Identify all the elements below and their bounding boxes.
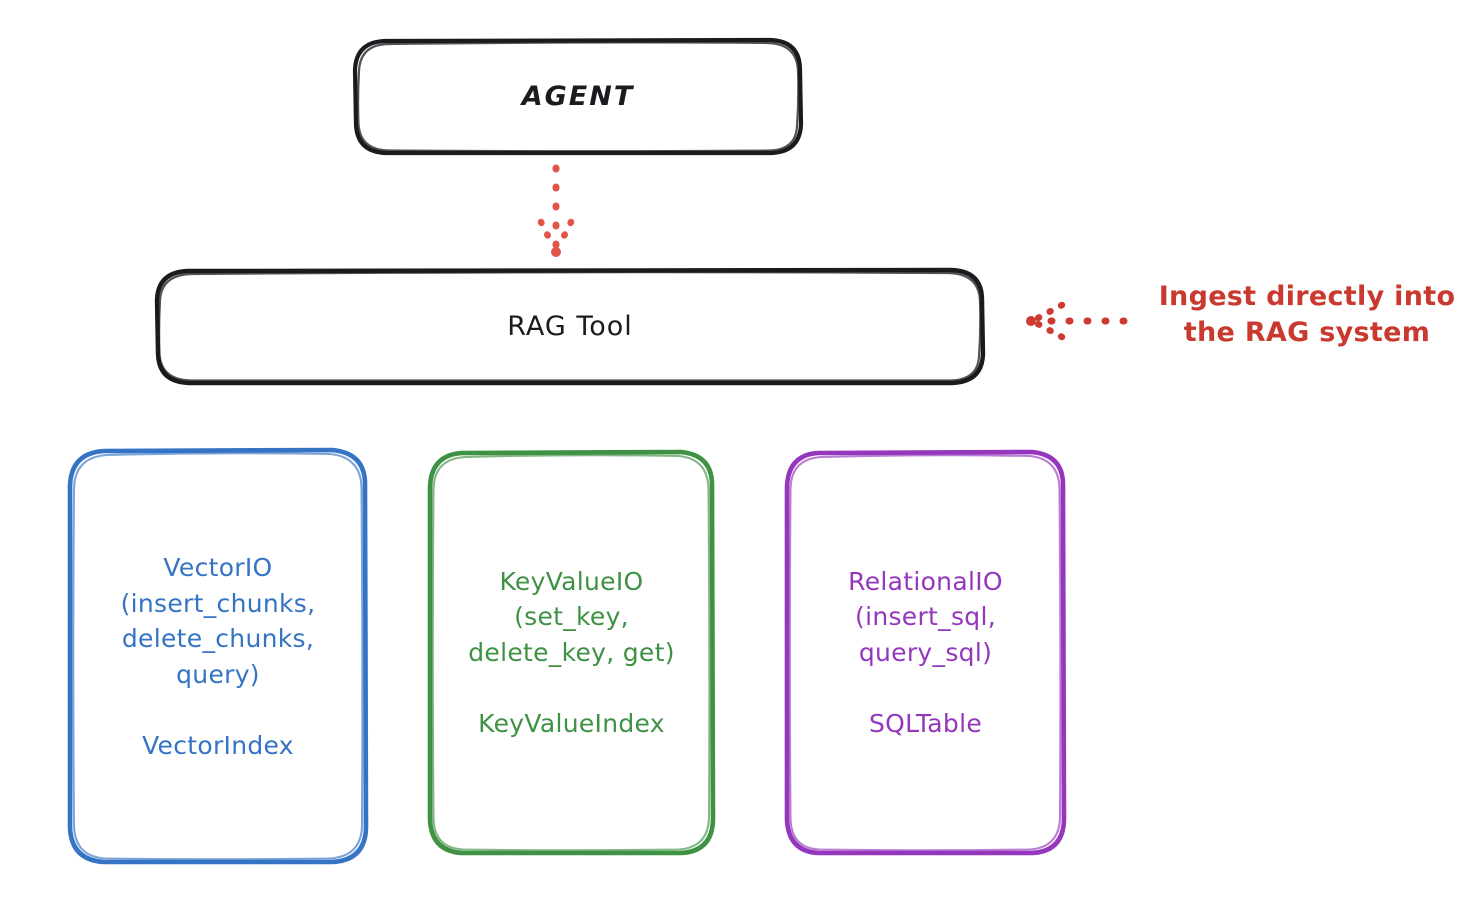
relational-io-box-outline [784, 449, 1067, 856]
vector-io-node[interactable]: VectorIO (insert_chunks, delete_chunks, … [70, 450, 366, 863]
agent-node[interactable]: AGENT [355, 40, 801, 154]
key-value-io-node[interactable]: KeyValueIO (set_key, delete_key, get) Ke… [430, 452, 713, 853]
vector-io-node-label: VectorIO (insert_chunks, delete_chunks, … [120, 553, 316, 760]
ingest-note-text: Ingest directly into the RAG system [1158, 281, 1456, 348]
agent-box-outline [352, 37, 804, 156]
rag-tool-box-outline [154, 267, 986, 386]
relational-io-node[interactable]: RelationalIO (insert_sql, query_sql) SQL… [787, 452, 1064, 853]
key-value-io-node-label: KeyValueIO (set_key, delete_key, get) Ke… [468, 566, 675, 738]
agent-node-label: AGENT [521, 81, 635, 113]
rag-tool-node[interactable]: RAG Tool [157, 270, 983, 384]
rag-tool-node-label: RAG Tool [507, 311, 633, 343]
relational-io-node-label: RelationalIO (insert_sql, query_sql) SQL… [848, 566, 1003, 738]
key-value-io-box-outline [427, 449, 716, 856]
vector-io-box-outline [67, 447, 369, 865]
agent-to-rag-tool-connector [537, 164, 575, 257]
ingest-note-connector [1026, 301, 1128, 341]
